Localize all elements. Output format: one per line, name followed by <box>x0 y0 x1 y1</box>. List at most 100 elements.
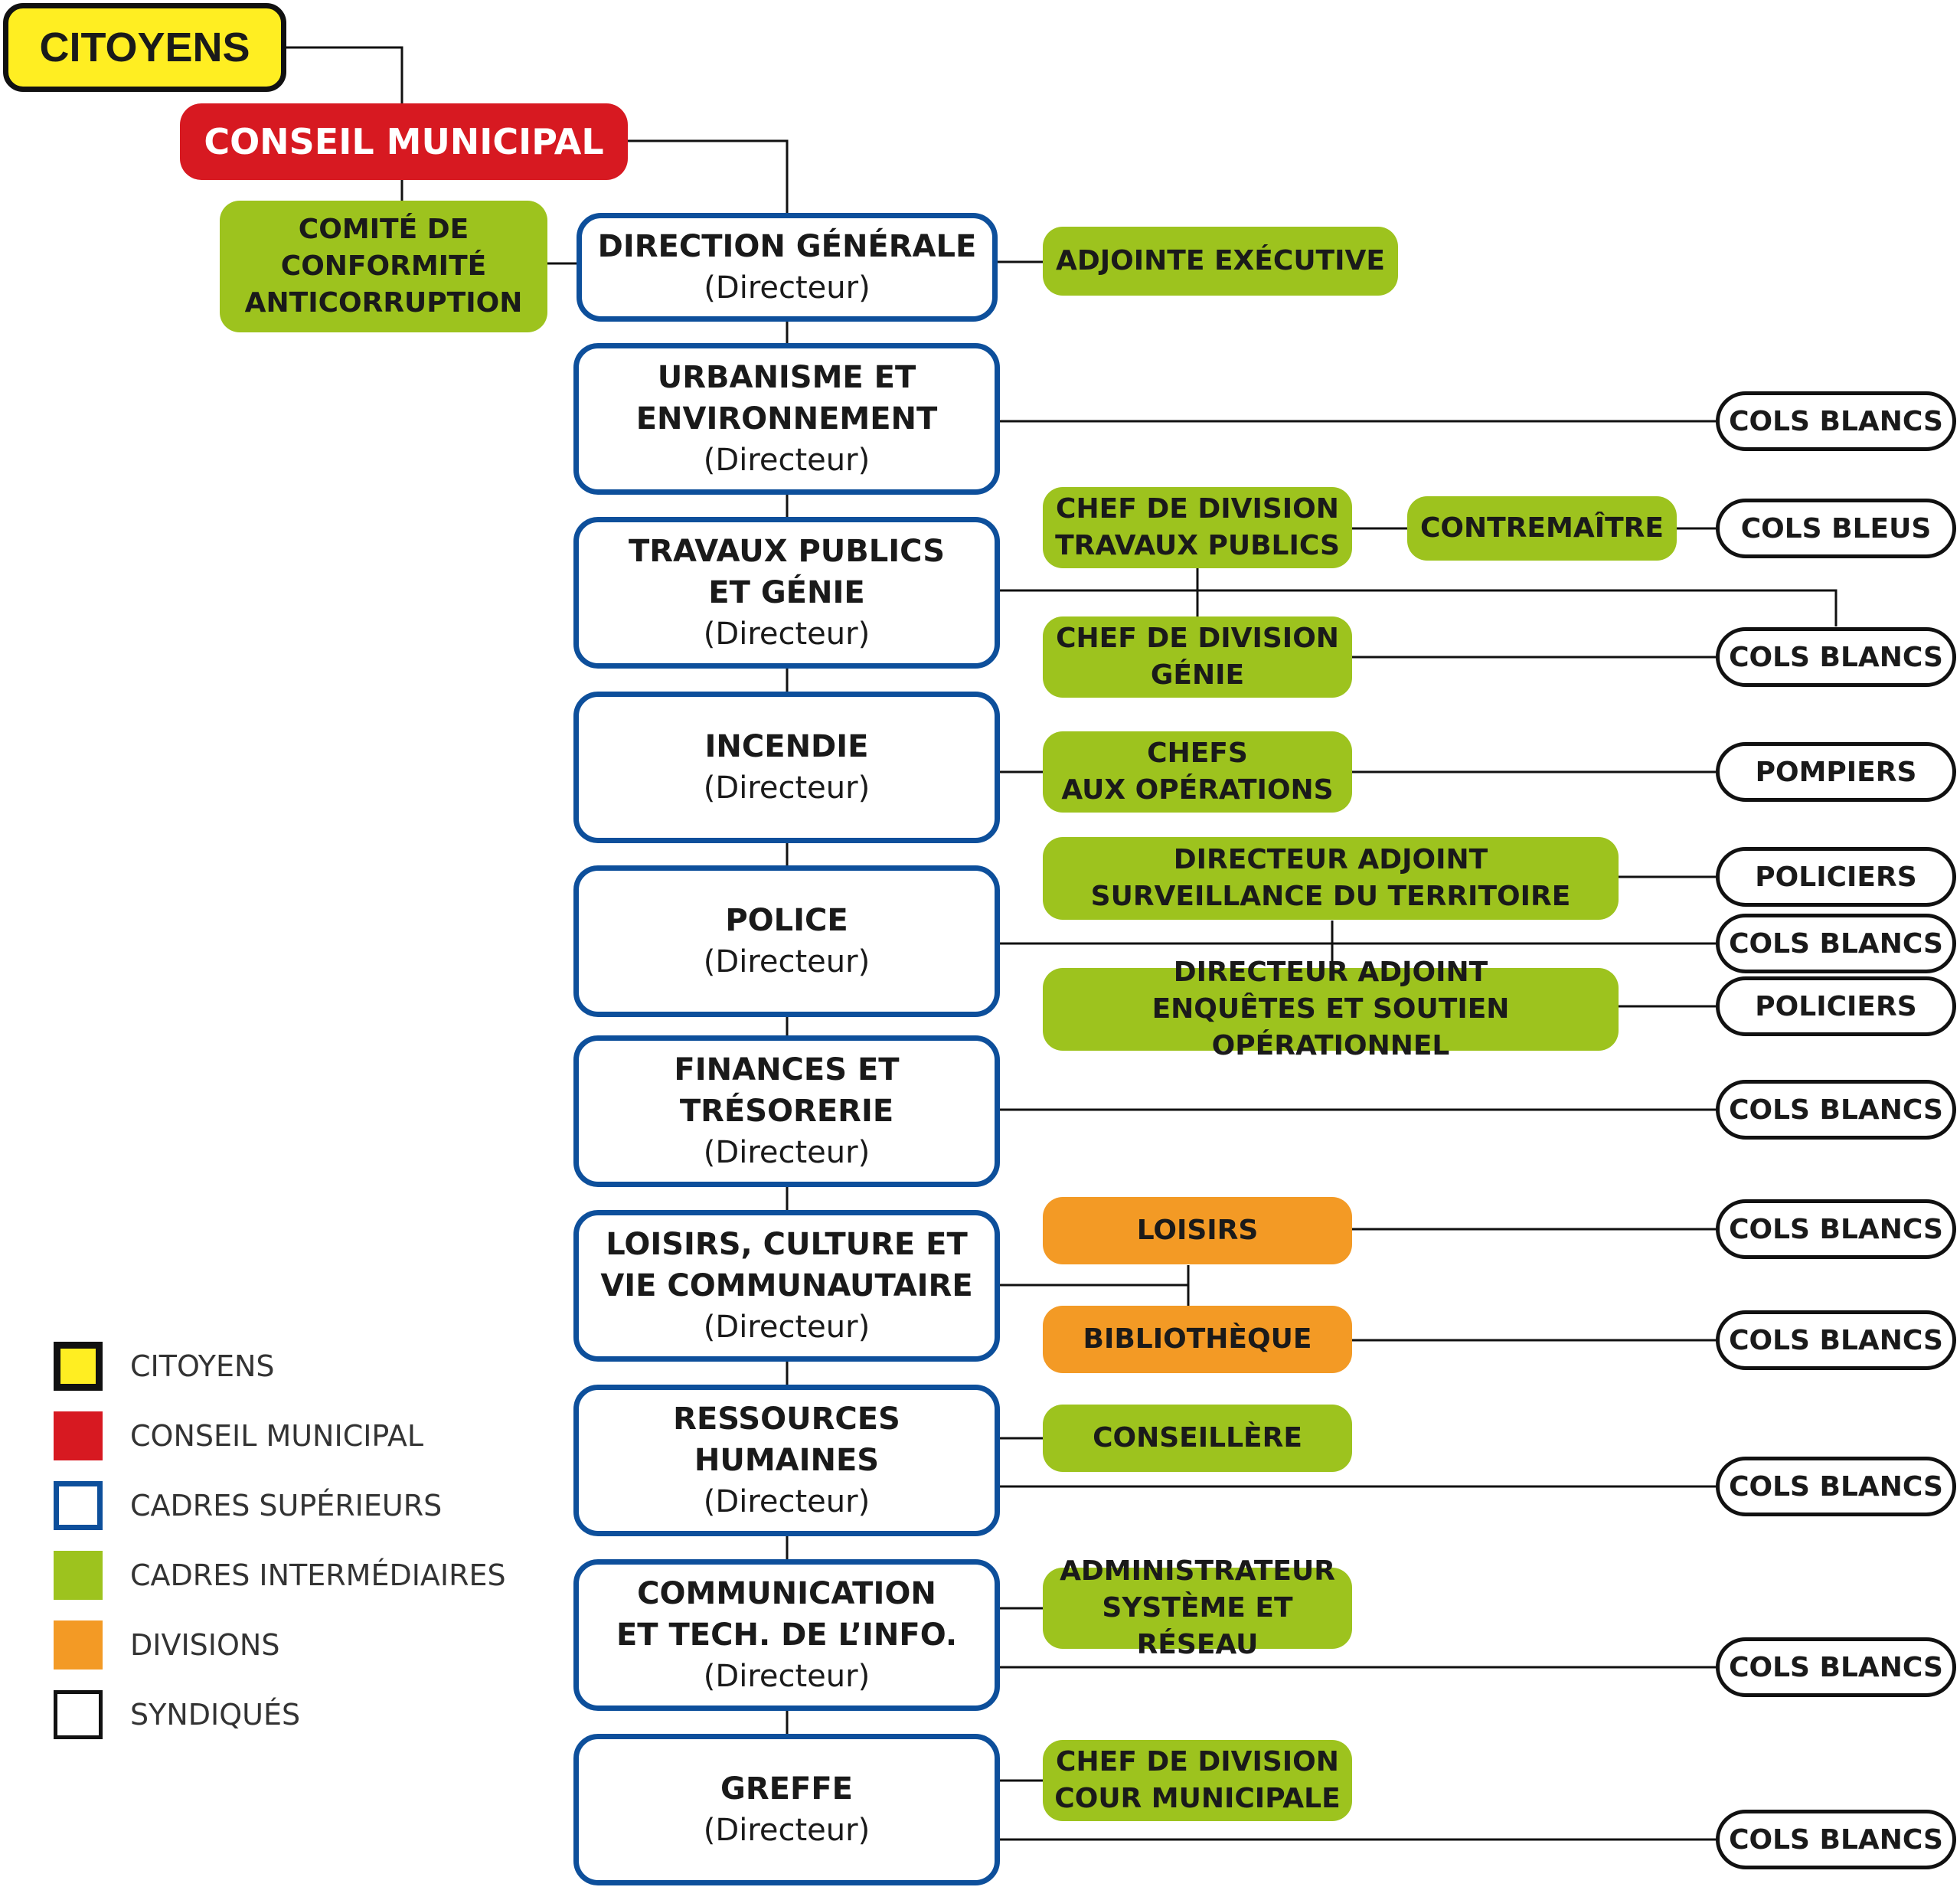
union-cols-blancs-communication: COLS BLANCS <box>1716 1637 1956 1697</box>
direction-title: RESSOURCES HUMAINES <box>673 1401 900 1478</box>
union-policiers-enquetes: POLICIERS <box>1716 976 1956 1036</box>
union-pompiers: POMPIERS <box>1716 742 1956 802</box>
union-cols-blancs-bibliotheque: COLS BLANCS <box>1716 1310 1956 1370</box>
union-label: COLS BLANCS <box>1729 1094 1943 1126</box>
direction-subtitle: (Directeur) <box>703 944 871 979</box>
administrateur-systeme-box: ADMINISTRATEUR SYSTÈME ET RÉSEAU <box>1043 1555 1352 1660</box>
legend-label: CADRES INTERMÉDIAIRES <box>130 1558 506 1592</box>
legend-swatch-cadres-superieurs <box>54 1481 103 1530</box>
connector <box>1000 1265 1190 1287</box>
union-cols-blancs-tp: COLS BLANCS <box>1716 627 1956 687</box>
bibliotheque-division-box: BIBLIOTHÈQUE <box>1043 1306 1352 1373</box>
union-label: COLS BLEUS <box>1740 512 1932 545</box>
dg-title: DIRECTION GÉNÉRALE <box>597 229 977 264</box>
direction-title: LOISIRS, CULTURE ET VIE COMMUNAUTAIRE <box>600 1227 973 1303</box>
directeur-adjoint-enquetes-label: DIRECTEUR ADJOINT ENQUÊTES ET SOUTIEN OP… <box>1152 957 1510 1061</box>
directeur-adjoint-surveillance-box: DIRECTEUR ADJOINT SURVEILLANCE DU TERRIT… <box>1043 837 1619 920</box>
union-label: COLS BLANCS <box>1729 1213 1943 1245</box>
chefs-operations-box: CHEFS AUX OPÉRATIONS <box>1043 731 1352 813</box>
conseil-municipal-box: CONSEIL MUNICIPAL <box>180 103 628 180</box>
contremaitre-box: CONTREMAÎTRE <box>1407 496 1677 561</box>
legend-label: CADRES SUPÉRIEURS <box>130 1489 443 1522</box>
direction-subtitle: (Directeur) <box>703 770 871 806</box>
connector <box>1000 589 1838 626</box>
chef-division-tp-label: CHEF DE DIVISION TRAVAUX PUBLICS <box>1055 493 1340 561</box>
union-label: COLS BLANCS <box>1729 1324 1943 1356</box>
direction-subtitle: (Directeur) <box>703 1484 871 1519</box>
loisirs-label: LOISIRS <box>1136 1215 1259 1246</box>
direction-subtitle: (Directeur) <box>703 1310 871 1345</box>
legend-label: CITOYENS <box>130 1349 275 1383</box>
union-cols-blancs-greffe: COLS BLANCS <box>1716 1810 1956 1869</box>
conseillere-label: CONSEILLÈRE <box>1093 1422 1302 1454</box>
union-label: POLICIERS <box>1755 861 1917 893</box>
union-cols-blancs-police: COLS BLANCS <box>1716 914 1956 973</box>
conseil-municipal-label: CONSEIL MUNICIPAL <box>204 121 604 162</box>
direction-finances-box: FINANCES ET TRÉSORERIE (Directeur) <box>573 1035 1000 1187</box>
directeur-adjoint-enquetes-box: DIRECTEUR ADJOINT ENQUÊTES ET SOUTIEN OP… <box>1043 957 1619 1061</box>
direction-title: POLICE <box>725 903 848 938</box>
citoyens-label: CITOYENS <box>39 25 250 70</box>
direction-generale-box: DIRECTION GÉNÉRALE (Directeur) <box>577 213 998 322</box>
conseillere-box: CONSEILLÈRE <box>1043 1405 1352 1472</box>
direction-title: INCENDIE <box>704 729 869 764</box>
legend-swatch-cadres-intermediaires <box>54 1551 103 1600</box>
chef-division-cour-box: CHEF DE DIVISION COUR MUNICIPALE <box>1043 1740 1352 1821</box>
legend-swatch-syndiques <box>54 1690 103 1739</box>
union-cols-bleus-tp: COLS BLEUS <box>1716 499 1956 558</box>
legend-swatch-conseil <box>54 1411 103 1460</box>
legend-label: CONSEIL MUNICIPAL <box>130 1419 424 1453</box>
union-label: COLS BLANCS <box>1729 1651 1943 1683</box>
direction-travaux-publics-box: TRAVAUX PUBLICS ET GÉNIE (Directeur) <box>573 517 1000 669</box>
union-label: POLICIERS <box>1755 990 1917 1022</box>
loisirs-division-box: LOISIRS <box>1043 1197 1352 1264</box>
union-cols-blancs-urbanisme: COLS BLANCS <box>1716 391 1956 451</box>
union-label: COLS BLANCS <box>1729 641 1943 673</box>
direction-subtitle: (Directeur) <box>703 1135 871 1170</box>
legend-label: DIVISIONS <box>130 1628 280 1662</box>
direction-incendie-box: INCENDIE (Directeur) <box>573 692 1000 843</box>
chef-division-genie-label: CHEF DE DIVISION GÉNIE <box>1056 623 1339 691</box>
direction-subtitle: (Directeur) <box>703 443 871 478</box>
direction-police-box: POLICE (Directeur) <box>573 865 1000 1017</box>
union-cols-blancs-rh: COLS BLANCS <box>1716 1457 1956 1516</box>
direction-communication-box: COMMUNICATION ET TECH. DE L’INFO. (Direc… <box>573 1559 1000 1711</box>
bibliotheque-label: BIBLIOTHÈQUE <box>1083 1323 1312 1355</box>
chef-division-genie-box: CHEF DE DIVISION GÉNIE <box>1043 616 1352 698</box>
union-label: POMPIERS <box>1755 756 1917 788</box>
comite-label: COMITÉ DE CONFORMITÉ ANTICORRUPTION <box>244 214 523 319</box>
legend-swatch-citoyens <box>54 1342 103 1391</box>
chef-division-cour-label: CHEF DE DIVISION COUR MUNICIPALE <box>1054 1746 1341 1814</box>
union-cols-blancs-finances: COLS BLANCS <box>1716 1080 1956 1140</box>
contremaitre-label: CONTREMAÎTRE <box>1420 512 1664 544</box>
union-cols-blancs-loisirs: COLS BLANCS <box>1716 1199 1956 1259</box>
direction-subtitle: (Directeur) <box>703 1659 871 1694</box>
dg-subtitle: (Directeur) <box>704 270 871 306</box>
legend-label: SYNDIQUÉS <box>130 1698 301 1732</box>
chef-division-tp-box: CHEF DE DIVISION TRAVAUX PUBLICS <box>1043 487 1352 568</box>
direction-title: GREFFE <box>720 1771 853 1807</box>
direction-title: TRAVAUX PUBLICS ET GÉNIE <box>628 534 946 610</box>
direction-title: FINANCES ET TRÉSORERIE <box>674 1052 900 1129</box>
union-policiers-surveillance: POLICIERS <box>1716 847 1956 907</box>
chefs-operations-label: CHEFS AUX OPÉRATIONS <box>1061 737 1334 806</box>
adjointe-executive-box: ADJOINTE EXÉCUTIVE <box>1043 227 1398 296</box>
direction-greffe-box: GREFFE (Directeur) <box>573 1734 1000 1885</box>
direction-subtitle: (Directeur) <box>703 1813 871 1848</box>
union-label: COLS BLANCS <box>1729 1470 1943 1503</box>
direction-title: URBANISME ET ENVIRONNEMENT <box>635 360 938 437</box>
direction-ressources-humaines-box: RESSOURCES HUMAINES (Directeur) <box>573 1385 1000 1536</box>
administrateur-systeme-label: ADMINISTRATEUR SYSTÈME ET RÉSEAU <box>1060 1555 1335 1660</box>
direction-loisirs-culture-box: LOISIRS, CULTURE ET VIE COMMUNAUTAIRE (D… <box>573 1210 1000 1362</box>
direction-subtitle: (Directeur) <box>703 616 871 652</box>
directeur-adjoint-surveillance-label: DIRECTEUR ADJOINT SURVEILLANCE DU TERRIT… <box>1090 844 1571 912</box>
adjointe-label: ADJOINTE EXÉCUTIVE <box>1056 245 1385 276</box>
direction-title: COMMUNICATION ET TECH. DE L’INFO. <box>616 1576 958 1653</box>
union-label: COLS BLANCS <box>1729 405 1943 437</box>
comite-anticorruption-box: COMITÉ DE CONFORMITÉ ANTICORRUPTION <box>220 201 547 332</box>
connector <box>628 139 789 213</box>
union-label: COLS BLANCS <box>1729 1823 1943 1856</box>
direction-urbanisme-box: URBANISME ET ENVIRONNEMENT (Directeur) <box>573 343 1000 495</box>
legend-swatch-divisions <box>54 1620 103 1670</box>
connector <box>285 46 403 103</box>
